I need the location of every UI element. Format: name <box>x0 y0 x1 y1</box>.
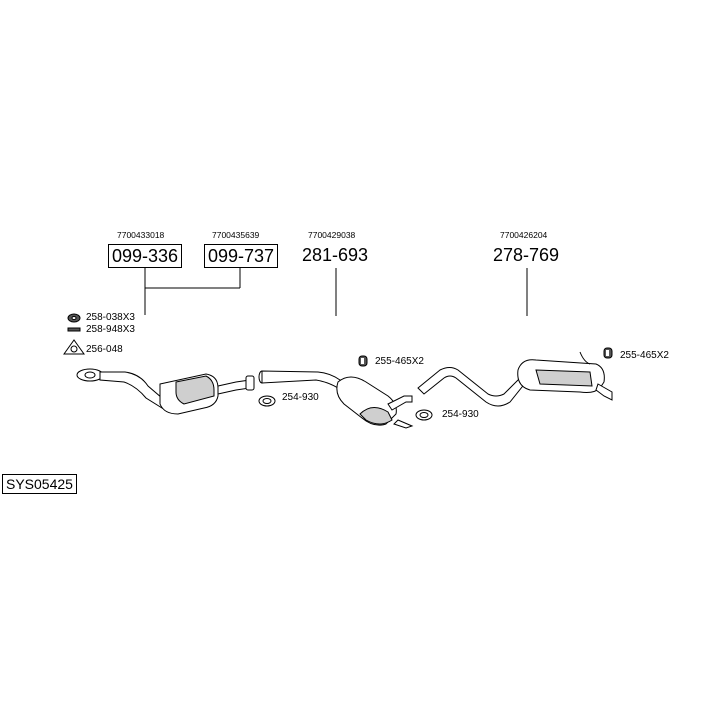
accessory-label: 258-948X3 <box>86 324 135 335</box>
system-code: SYS05425 <box>2 474 77 494</box>
part-code[interactable]: 281-693 <box>302 245 369 265</box>
part-code[interactable]: 278-769 <box>493 245 560 265</box>
oem-number: 7700426204 <box>500 230 548 240</box>
rear-pipe-silencer <box>417 351 613 407</box>
part-code-box[interactable]: 099-336 <box>108 244 183 268</box>
clamp-icon-1 <box>258 395 276 407</box>
oem-number: 7700429038 <box>308 230 356 240</box>
hanger-icon-2 <box>603 347 613 359</box>
accessory-label: 255-465X2 <box>375 356 424 367</box>
accessory-label: 258-038X3 <box>86 312 135 323</box>
oem-number: 7700435639 <box>212 230 260 240</box>
middle-pipe-silencer <box>258 370 414 429</box>
accessory-label: 254-930 <box>282 392 319 403</box>
accessory-label: 256-048 <box>86 344 123 355</box>
bolt-icon <box>67 327 81 332</box>
part-code-box[interactable]: 099-737 <box>204 244 279 268</box>
rubber-mount-icon <box>67 313 81 323</box>
oem-number: 7700433018 <box>117 230 165 240</box>
front-pipe-catalyst <box>76 368 255 415</box>
accessory-label: 254-930 <box>442 409 479 420</box>
hanger-icon-1 <box>358 355 368 367</box>
gasket-icon <box>63 339 85 355</box>
clamp-icon-2 <box>415 409 433 421</box>
leader-lines <box>144 268 528 316</box>
accessory-label: 255-465X2 <box>620 350 669 361</box>
